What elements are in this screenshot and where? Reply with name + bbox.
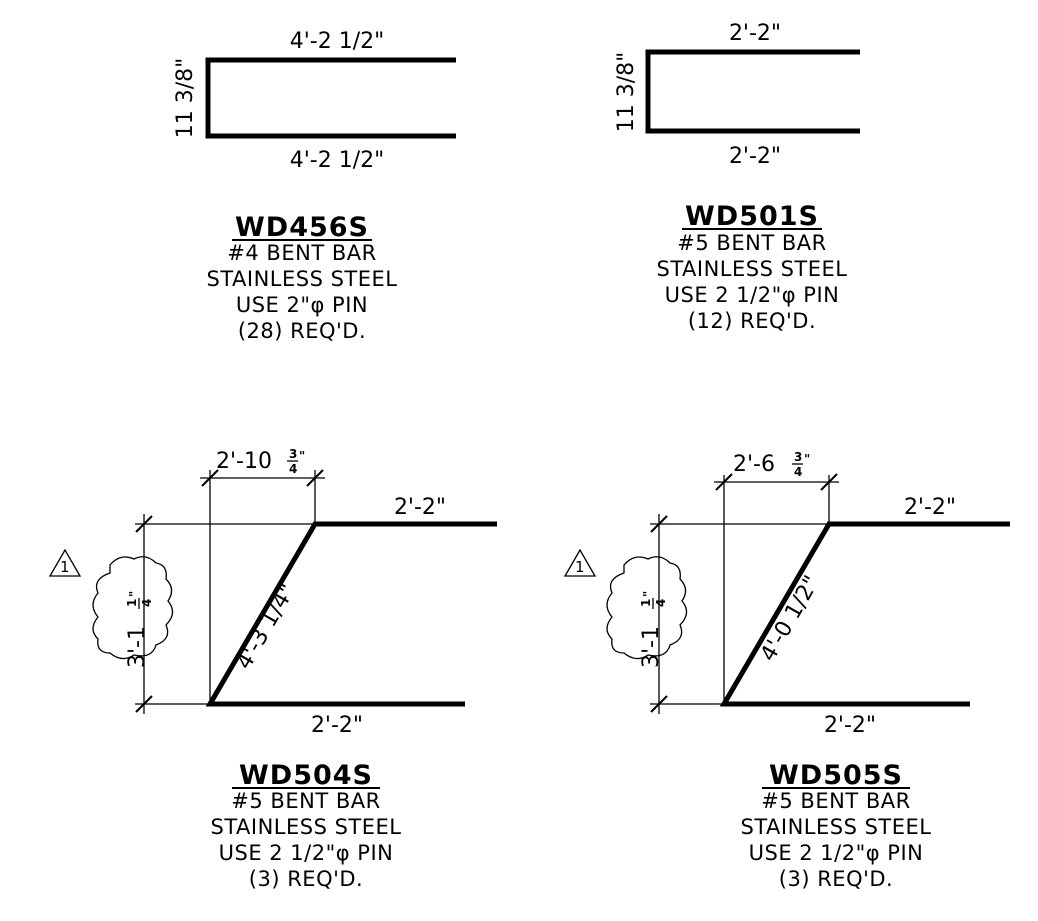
offset-dimension: 2'-6 (733, 452, 775, 477)
height-dimension: 3'-1 (639, 626, 664, 668)
side-dimension: 11 3/8" (173, 58, 198, 139)
offset-dimension-inch-mark: " (299, 449, 305, 463)
height-dimension-inch-mark: " (127, 591, 141, 597)
top-dimension: 2'-2" (904, 495, 956, 520)
top-dimension: 2'-2" (729, 21, 781, 46)
dimension-tick (306, 469, 324, 487)
note-bar-size: #5 BENT BAR (677, 231, 826, 255)
revision-triangle-icon (563, 548, 597, 577)
note-material: STAINLESS STEEL (657, 257, 848, 281)
revision-cloud (92, 556, 174, 660)
note-quantity: (12) REQ'D. (688, 309, 816, 333)
height-dimension-inch-mark: " (641, 591, 655, 597)
revision-number: 1 (575, 558, 585, 576)
dimension-tick (820, 473, 838, 491)
height-dimension-fraction-denominator: 4 (140, 599, 154, 607)
revision-cloud (606, 556, 688, 660)
dimension-tick (201, 469, 219, 487)
dimension-tick (715, 473, 733, 491)
revision-triangle-icon (48, 548, 82, 577)
note-pin: USE 2 1/2"φ PIN (219, 841, 394, 865)
offset-dimension-fraction-numerator: 3 (794, 450, 802, 464)
dimension-tick (650, 515, 668, 533)
bar-shape-wd456s (205, 57, 456, 139)
bar-shape-wd501s (645, 49, 860, 134)
offset-dimension-fraction-numerator: 3 (289, 447, 297, 461)
bottom-dimension: 2'-2" (311, 713, 363, 738)
offset-dimension: 2'-10 (216, 449, 272, 474)
note-material: STAINLESS STEEL (211, 815, 402, 839)
height-dimension: 3'-1 (125, 626, 150, 668)
bar-mark: WD456S (235, 212, 369, 243)
note-quantity: (28) REQ'D. (238, 319, 366, 343)
note-bar-size: #4 BENT BAR (227, 241, 376, 265)
height-dimension-fraction-numerator: 1 (125, 599, 139, 607)
bottom-dimension: 2'-2" (729, 144, 781, 169)
bar-mark: WD501S (685, 201, 819, 232)
bar-shape-wd504s (205, 521, 497, 707)
note-quantity: (3) REQ'D. (249, 867, 363, 891)
note-pin: USE 2 1/2"φ PIN (749, 841, 924, 865)
note-material: STAINLESS STEEL (741, 815, 932, 839)
note-bar-size: #5 BENT BAR (231, 789, 380, 813)
note-pin: USE 2 1/2"φ PIN (665, 283, 840, 307)
dimension-tick (650, 695, 668, 713)
top-dimension: 4'-2 1/2" (290, 29, 385, 54)
bar-mark: WD505S (769, 760, 903, 791)
top-dimension: 2'-2" (394, 495, 446, 520)
revision-number: 1 (60, 558, 70, 576)
note-pin: USE 2"φ PIN (236, 293, 368, 317)
detail-wd456s: 4'-2 1/2" 4'-2 1/2" 11 3/8" WD456S #4 BE… (173, 29, 456, 343)
detail-wd504s: 2'-10 3 4 " 2'-2" 2'-2" 4'-3 1/4" 3'-1 1… (48, 447, 497, 891)
dimension-tick (135, 515, 153, 533)
bottom-dimension: 2'-2" (824, 713, 876, 738)
height-dimension-fraction-denominator: 4 (654, 599, 668, 607)
side-dimension: 11 3/8" (614, 52, 639, 133)
diagonal-dimension: 4'-3 1/4" (232, 580, 301, 674)
offset-dimension-fraction-denominator: 4 (794, 465, 802, 479)
offset-dimension-inch-mark: " (804, 452, 810, 466)
detail-wd501s: 2'-2" 2'-2" 11 3/8" WD501S #5 BENT BAR S… (614, 21, 860, 333)
height-dimension-fraction-numerator: 1 (639, 599, 653, 607)
dimension-tick (135, 695, 153, 713)
bar-mark: WD504S (239, 760, 373, 791)
detail-wd505s: 2'-6 3 4 " 2'-2" 2'-2" 4'-0 1/2" 3'-1 1 … (563, 450, 1010, 891)
bottom-dimension: 4'-2 1/2" (290, 148, 385, 173)
offset-dimension-fraction-denominator: 4 (289, 462, 297, 476)
note-material: STAINLESS STEEL (207, 267, 398, 291)
note-quantity: (3) REQ'D. (779, 867, 893, 891)
note-bar-size: #5 BENT BAR (761, 789, 910, 813)
bar-shape-wd505s (719, 521, 1010, 707)
